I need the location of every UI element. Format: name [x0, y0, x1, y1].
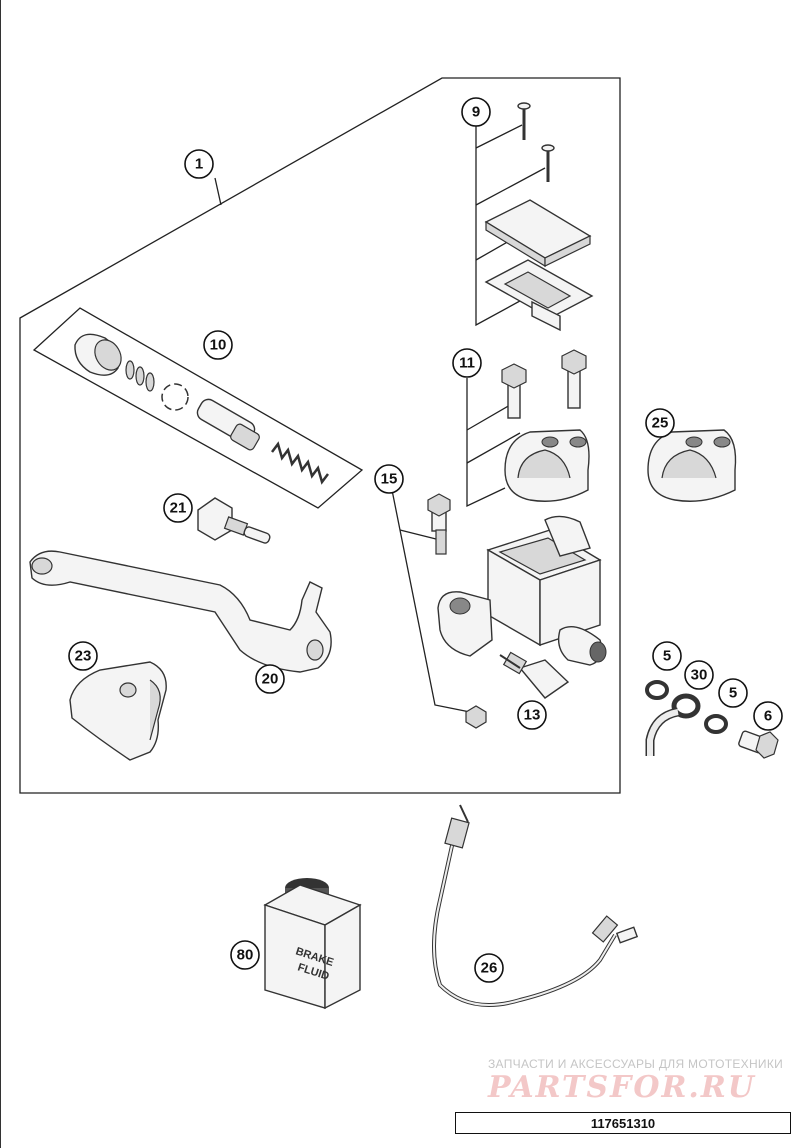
svg-text:9: 9 [472, 104, 480, 121]
brake-switch-cable [432, 804, 639, 1007]
svg-text:5: 5 [663, 648, 671, 665]
banjo-bolt [738, 730, 779, 759]
svg-text:13: 13 [524, 707, 541, 724]
svg-text:30: 30 [691, 667, 708, 684]
bleeder-cap [465, 705, 487, 729]
callout-10: 10 [203, 330, 233, 360]
watermark-logo: PARTSFOR.RU [488, 1070, 756, 1105]
clamp-bolt [501, 349, 587, 419]
callout-23: 23 [68, 641, 98, 671]
brake-line-banjo [645, 693, 701, 756]
callout-30: 30 [684, 660, 714, 690]
svg-text:15: 15 [381, 471, 398, 488]
callout-15: 15 [374, 464, 404, 494]
kit-10-outline [32, 307, 364, 509]
callout-21: 21 [163, 493, 193, 523]
callout-20: 20 [255, 664, 285, 694]
svg-text:25: 25 [652, 415, 669, 432]
callout-25: 25 [645, 408, 675, 438]
bleeder-screw [427, 493, 451, 555]
sealing-washer [645, 680, 669, 700]
svg-text:5: 5 [729, 685, 737, 702]
sealing-washer-2 [704, 714, 728, 734]
watermark-caption: ЗАПЧАСТИ И АКСЕССУАРЫ ДЛЯ МОТОТЕХНИКИ [488, 1057, 784, 1071]
brake-fluid-bottle: BRAKE FLUID [263, 878, 362, 1010]
piston-kit [74, 333, 329, 485]
callout-9: 9 [461, 97, 491, 127]
adjusting-screw [197, 497, 271, 544]
svg-text:23: 23 [75, 648, 92, 665]
handlebar-clamp [504, 429, 590, 502]
callout-13: 13 [517, 700, 547, 730]
callout-80: 80 [230, 940, 260, 970]
master-cylinder-body [437, 515, 607, 666]
svg-text:10: 10 [210, 337, 227, 354]
lever-guard [69, 661, 167, 761]
svg-text:26: 26 [481, 960, 498, 977]
svg-text:1: 1 [195, 156, 203, 173]
brake-light-switch [499, 651, 570, 699]
reservoir-membrane [484, 259, 594, 332]
callout-1: 1 [184, 149, 214, 179]
callout-5b: 5 [718, 678, 748, 708]
callout-26: 26 [474, 953, 504, 983]
cover-screw [517, 102, 555, 182]
spare-clamp [647, 429, 737, 502]
callout-6: 6 [753, 701, 783, 731]
svg-text:20: 20 [262, 671, 279, 688]
kit-outline [19, 77, 621, 794]
svg-text:21: 21 [170, 500, 187, 517]
svg-text:80: 80 [237, 947, 254, 964]
callout-11: 11 [452, 348, 482, 378]
brake-lever [29, 550, 332, 673]
svg-text:11: 11 [459, 355, 475, 372]
svg-text:6: 6 [764, 708, 772, 725]
reservoir-cover [484, 199, 592, 268]
callout-5a: 5 [652, 641, 682, 671]
diagram-code: 117651310 [455, 1112, 791, 1134]
